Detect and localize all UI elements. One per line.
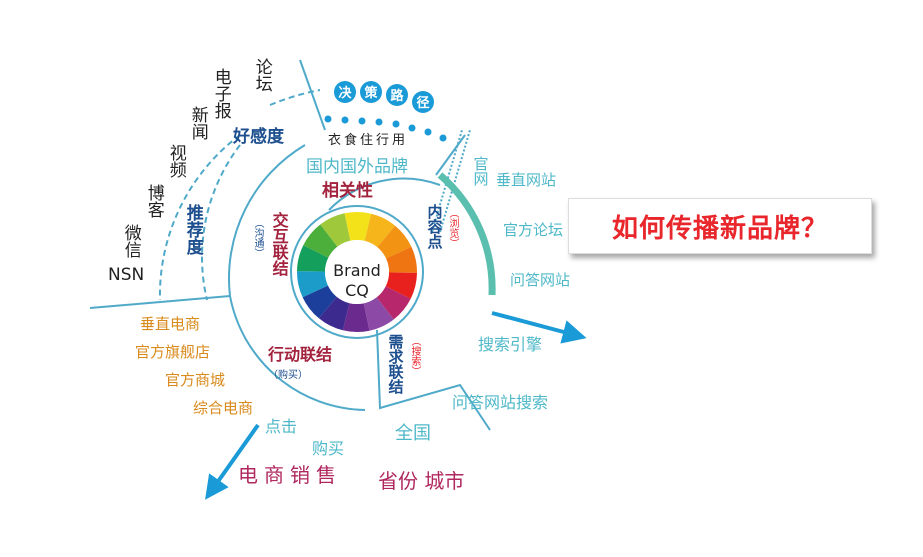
- province-city-label: 省份 城市: [378, 469, 465, 493]
- wheel-segment: [302, 285, 337, 319]
- national-label: 全国: [395, 423, 431, 444]
- qa-search: 问答网站搜索: [452, 393, 549, 412]
- site-official: 官网: [471, 156, 490, 186]
- site-vertical: 垂直网站: [496, 171, 557, 189]
- search-label: （搜索）: [409, 336, 420, 376]
- wheel-ring: [290, 205, 424, 339]
- channel-news: 新闻: [187, 106, 208, 140]
- ecommerce-sales: 电商销售: [238, 463, 342, 487]
- action-buy: 购买: [312, 439, 345, 458]
- channel-epaper: 电子报: [210, 68, 231, 119]
- demand-label: 需求联结: [386, 334, 405, 394]
- wheel-segment: [344, 211, 372, 241]
- ecommerce-mall: 官方商城: [165, 371, 226, 389]
- site-forum: 官方论坛: [503, 221, 564, 239]
- channel-forum: 论坛: [251, 58, 272, 92]
- wheel-segment: [320, 213, 351, 247]
- wheel-segment: [385, 272, 417, 299]
- channel-video: 视频: [165, 144, 186, 178]
- ecommerce-vertical: 垂直电商: [140, 315, 201, 333]
- content-arc: [437, 172, 496, 296]
- browse-label: （浏览）: [447, 208, 458, 248]
- decision-char: 决: [338, 85, 352, 101]
- purchase-label: （购买）: [268, 370, 308, 381]
- decision-dots: [324, 115, 447, 142]
- brand-label-cq: CQ: [345, 281, 369, 300]
- wheel-segment: [303, 224, 338, 258]
- callout-title: 如何传播新品牌？: [568, 198, 872, 254]
- wheel-segment: [297, 245, 329, 272]
- site-qa: 问答网站: [510, 271, 571, 289]
- frame-lines: [89, 59, 491, 431]
- wheel-segment: [342, 303, 370, 333]
- action-label: 行动联结: [268, 345, 333, 364]
- content-point-label: 内容点: [425, 204, 444, 249]
- channel-wechat: 微信: [120, 224, 141, 258]
- decision-char: 路: [390, 88, 404, 104]
- decision-char: 径: [416, 95, 429, 111]
- wheel-segment: [376, 286, 411, 320]
- decision-char: 策: [364, 85, 378, 101]
- action-click: 点击: [265, 417, 298, 436]
- search-engine: 搜索引擎: [478, 335, 543, 354]
- channel-blog: 博客: [143, 184, 164, 218]
- recommendation-label: 推荐度: [182, 204, 203, 255]
- brand-label: Brand: [333, 261, 381, 280]
- wheel-segment: [364, 213, 396, 248]
- channel-nsn: NSN: [108, 265, 145, 285]
- favorability-label: 好感度: [233, 127, 284, 147]
- communicate-label: （沟通）: [252, 218, 263, 258]
- brands-label: 国内国外品牌: [306, 157, 408, 177]
- wheel-segment: [363, 297, 394, 331]
- ecommerce-flagship: 官方旗舰店: [135, 343, 211, 361]
- interaction-label: 交互联结: [269, 212, 289, 276]
- arrow-down-left: [205, 423, 260, 500]
- necessities-label: 衣食住行用: [328, 133, 409, 148]
- wheel-center: [325, 240, 389, 304]
- wheel-segment: [377, 225, 412, 259]
- relevance-label: 相关性: [322, 181, 373, 201]
- decision-path-badges: 决 策 路 径: [334, 81, 434, 113]
- arrow-right: [491, 311, 587, 344]
- ecommerce-general: 综合电商: [193, 399, 254, 417]
- wheel-segment: [318, 296, 350, 331]
- color-wheel: [296, 211, 418, 333]
- wheel-segment: [386, 246, 418, 273]
- wheel-segment: [296, 271, 328, 298]
